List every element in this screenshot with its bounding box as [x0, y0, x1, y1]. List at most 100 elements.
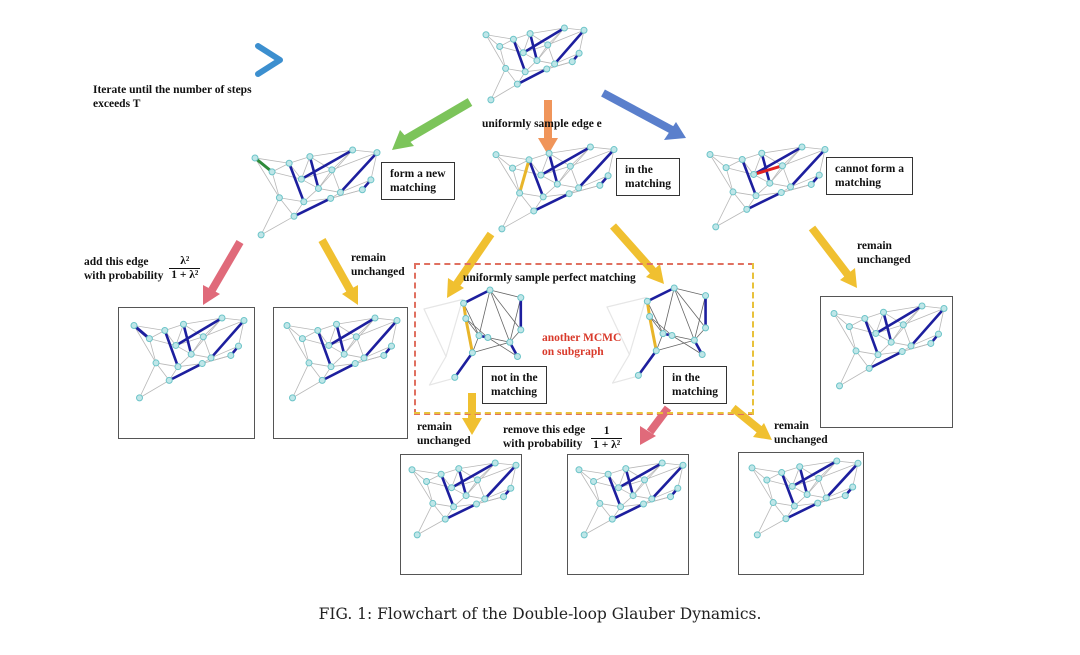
matching-edge: [909, 307, 946, 348]
matching-edge: [439, 472, 455, 509]
remain-left-line2: unchanged: [351, 266, 405, 278]
graph-node: [639, 500, 647, 508]
graph-node: [852, 347, 860, 355]
perfect-matching-edge: [646, 286, 676, 303]
panel-frame-out-b: [567, 454, 689, 575]
graph-edge: [484, 487, 512, 500]
graph-edge: [426, 481, 452, 489]
graph-edge: [426, 481, 434, 504]
graph-node: [268, 168, 276, 176]
subgraph-node: [451, 373, 459, 381]
graph-node: [507, 484, 515, 492]
graph-edge: [210, 345, 239, 359]
graph-edge: [499, 46, 524, 54]
faded-edge: [423, 298, 464, 310]
graph-panel-out-b: [575, 459, 687, 539]
graph-edge: [753, 152, 763, 175]
graph-node: [380, 351, 388, 359]
graph-node: [722, 164, 730, 172]
subgraph-node: [506, 338, 514, 346]
graph-node: [750, 170, 758, 178]
graph-node: [174, 363, 182, 371]
graph-edge: [490, 83, 518, 101]
sampled-edge: [648, 315, 658, 353]
subgraph-node: [462, 315, 470, 322]
graph-node: [815, 171, 823, 179]
subgraph-node: [702, 292, 710, 300]
graph-node: [796, 463, 804, 471]
graph-node: [539, 193, 547, 201]
graph-node: [814, 499, 822, 507]
graph-panel-cannot-form: [706, 143, 829, 231]
in2-line1: in the: [672, 372, 700, 384]
graph-panel-in-matching: [492, 143, 618, 233]
graph-node: [491, 459, 499, 467]
subgraph-edge: [463, 302, 480, 337]
graph-edge: [780, 184, 812, 193]
arrow-green: [392, 98, 473, 150]
graph-edge: [607, 149, 615, 177]
graph-node: [648, 495, 656, 503]
graph-edge: [643, 496, 671, 505]
graph-node: [729, 188, 737, 196]
graph-node: [257, 231, 265, 239]
graph-edge: [644, 464, 684, 481]
graph-node: [325, 341, 333, 349]
graph-edge: [677, 464, 684, 489]
graph-panel-out-c: [748, 457, 862, 539]
graph-edge: [782, 149, 826, 167]
graph-edge: [177, 363, 203, 368]
graph-edge: [271, 171, 280, 199]
graph-node: [352, 333, 360, 341]
graph-edge: [355, 320, 398, 338]
mcmc-region-right-border: [752, 263, 754, 415]
graph-node: [145, 335, 153, 343]
graph-node: [509, 164, 517, 172]
faded-edge: [628, 296, 647, 356]
graph-node: [580, 26, 588, 34]
subgraph-node: [690, 336, 698, 344]
graph-edge: [839, 367, 870, 387]
matching-edge: [316, 329, 333, 368]
graph-node: [349, 146, 357, 154]
graph-node: [187, 350, 195, 358]
graph-edge: [354, 355, 385, 364]
graph-node: [667, 493, 675, 501]
graph-edge: [883, 305, 923, 313]
loop-arrow-head: [255, 43, 283, 77]
graph-edge: [286, 325, 310, 364]
matching-edge: [287, 161, 306, 204]
graph-edge: [790, 174, 820, 188]
graph-node: [373, 149, 381, 157]
graph-edge: [855, 350, 879, 356]
graph-node: [712, 223, 720, 231]
graph-edge: [529, 27, 565, 35]
matching-edge: [327, 316, 377, 347]
graph-node: [498, 225, 506, 233]
graph-node: [462, 492, 470, 500]
subgraph-edge: [673, 287, 706, 297]
matching-edge: [320, 362, 357, 382]
matching-edge: [443, 502, 478, 521]
graph-node: [545, 149, 553, 157]
graph-edge: [148, 338, 177, 346]
graph-edge: [709, 154, 743, 160]
mcmc-label: another MCMC on subgraph: [542, 331, 621, 359]
graph-edge: [308, 362, 323, 381]
graph-edge: [485, 34, 507, 69]
graph-edge: [548, 152, 571, 167]
graph-node: [300, 198, 308, 206]
subgraph-node: [698, 351, 706, 358]
graph-edge: [761, 146, 803, 154]
graph-node: [803, 490, 811, 498]
arrow-yellow-remain-left: [318, 238, 358, 305]
remain-label-bottom-right: remain unchanged: [774, 419, 828, 447]
subgraph-edge: [649, 316, 673, 336]
graph-edge: [540, 152, 550, 176]
graph-panel-form-new: [251, 146, 381, 239]
graph-edge: [625, 462, 663, 470]
graph-edge: [477, 464, 517, 481]
graph-node: [429, 499, 437, 507]
graph-node: [512, 461, 520, 469]
